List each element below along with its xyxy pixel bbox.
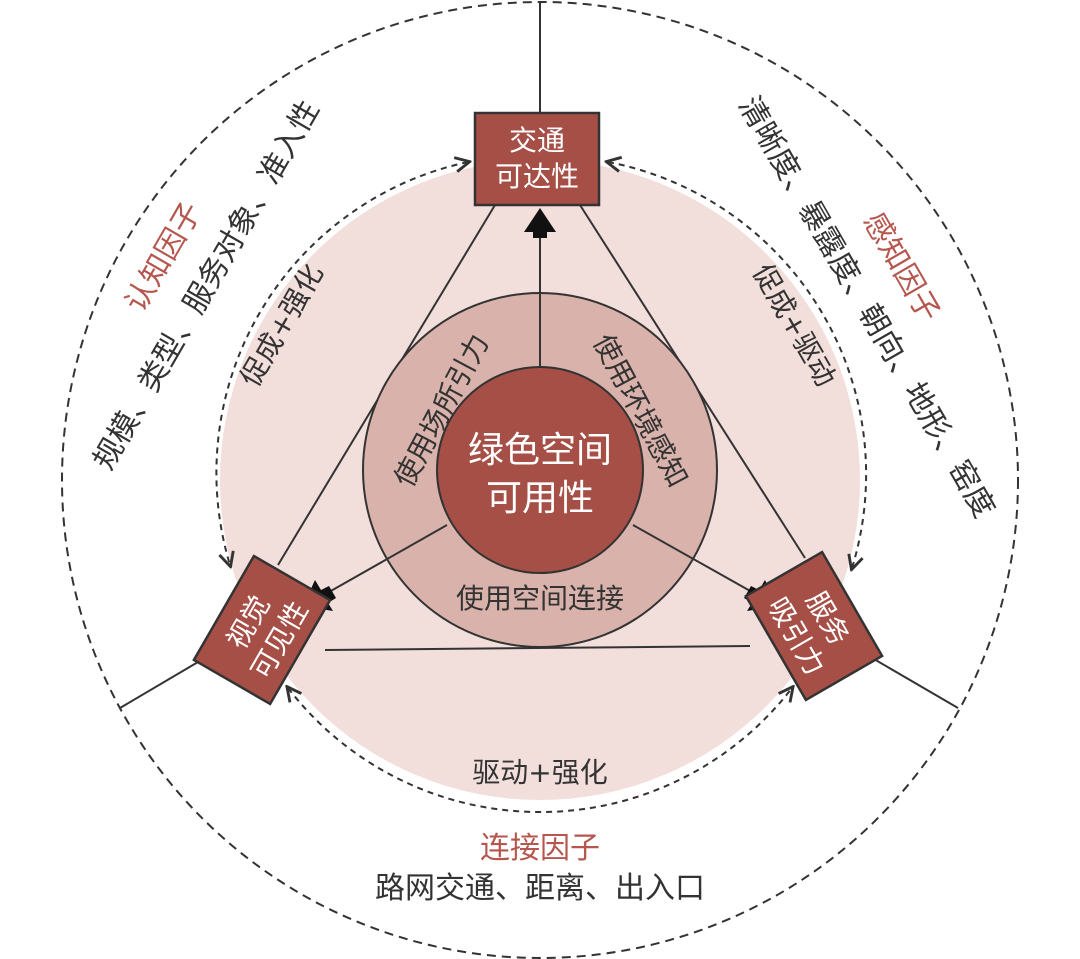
box-service-attraction: 服务 吸引力 — [744, 550, 884, 702]
box-top-line1: 交通 — [509, 124, 565, 157]
divider-right — [632, 524, 753, 593]
box-traffic-accessibility: 交通 可达性 — [473, 111, 601, 207]
center-circle — [436, 366, 644, 574]
ring-label-bottom: 使用空间连接 — [456, 582, 624, 615]
relation-arc-right — [608, 162, 868, 568]
connection-factor-title: 连接因子 — [480, 831, 600, 866]
connection-factor-items: 路网交通、距离、出入口 — [375, 871, 705, 906]
relation-arc-left — [215, 162, 468, 565]
triangle-bottom — [324, 645, 751, 651]
divider-left — [321, 524, 448, 597]
box-top-line2: 可达性 — [495, 160, 579, 193]
center-label-line1: 绿色空间 — [468, 430, 612, 471]
relation-label-bottom: 驱动+强化 — [472, 756, 607, 789]
relation-arc-bottom — [288, 688, 792, 814]
box-visual-visibility: 视觉 可见性 — [192, 554, 332, 706]
center-label-line2: 可用性 — [486, 478, 594, 519]
arrow-up-icon — [524, 208, 556, 238]
